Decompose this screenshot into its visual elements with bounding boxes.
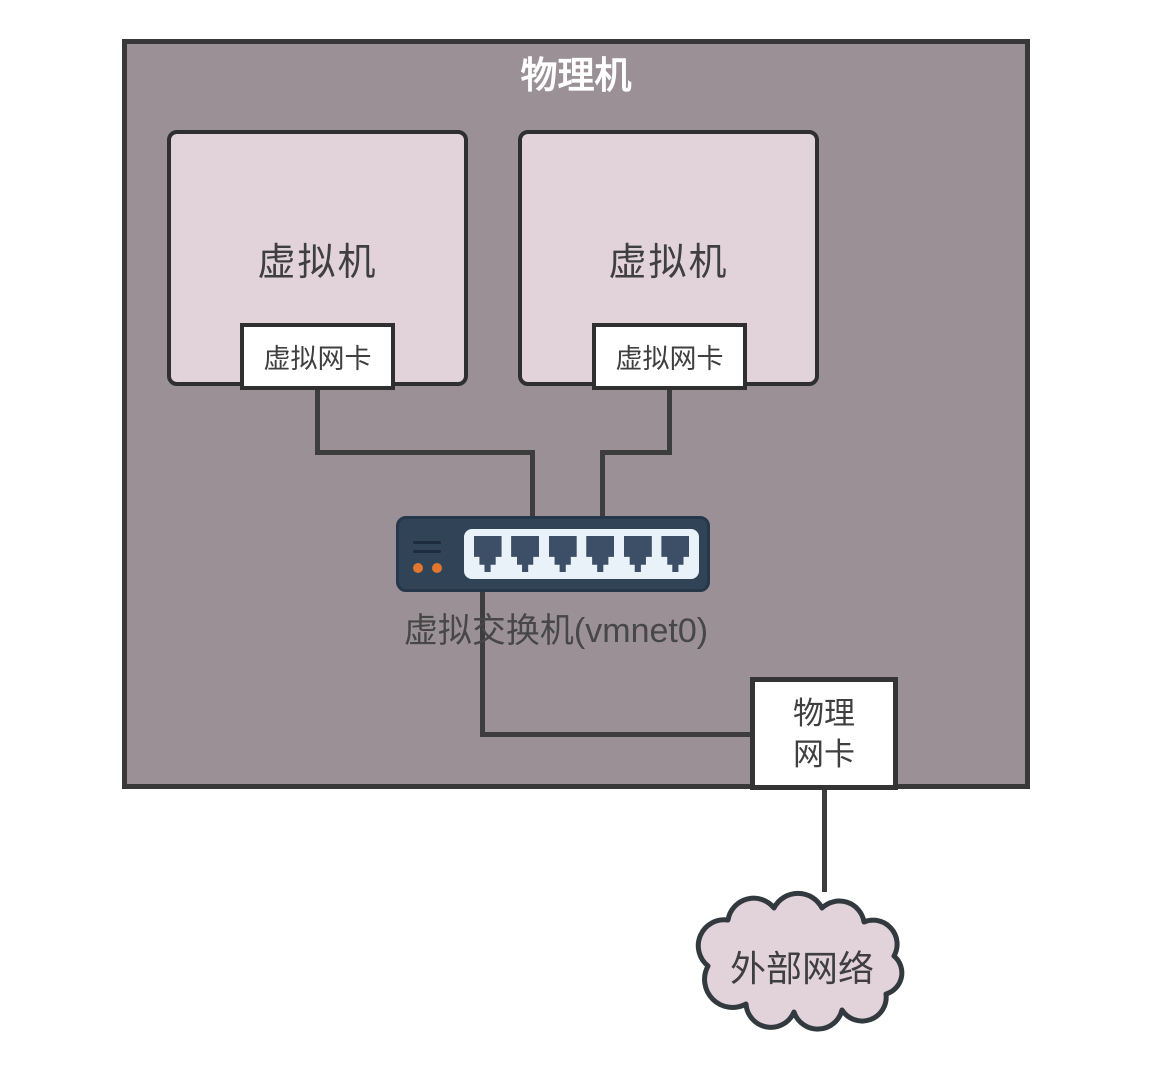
switch-vent-line [413,550,441,553]
connector-switch-to-pnic [480,732,750,737]
external-network-cloud: 外部网络 [688,886,916,1032]
switch-led-indicator [432,563,442,573]
connector-vm1-drop [530,450,535,520]
external-network-label: 外部网络 [729,948,874,989]
ethernet-port-icon [473,536,502,572]
ethernet-port-icon [661,536,690,572]
physical-nic-label: 物理 网卡 [793,693,855,775]
ethernet-port-icon [511,536,540,572]
vm1-label: 虚拟机 [257,241,378,284]
connector-vm2-drop [600,450,605,520]
connector-vm2-vertical [667,389,672,455]
connector-switch-vertical [480,588,485,737]
vm1-virtual-nic-box: 虚拟网卡 [240,323,395,390]
switch-led-indicator [413,563,423,573]
connector-vm1-horizontal [315,450,535,455]
switch-vent-line [413,541,441,544]
connector-vm2-horizontal [600,450,672,455]
physical-nic-label-line2: 网卡 [793,736,855,772]
virtual-switch-label: 虚拟交换机(vmnet0) [403,612,709,650]
switch-port-panel [464,529,699,579]
physical-host-title: 物理机 [520,55,632,96]
vm2-virtual-nic-label: 虚拟网卡 [615,344,724,374]
ethernet-port-icon [548,536,577,572]
virtual-switch-icon [396,516,710,592]
ethernet-port-icon [586,536,615,572]
connector-vm1-vertical [315,389,320,455]
vm2-label: 虚拟机 [608,241,729,284]
ethernet-port-icon [623,536,652,572]
physical-nic-box: 物理 网卡 [750,677,898,790]
vm1-virtual-nic-label: 虚拟网卡 [263,344,372,374]
cloud-icon [695,890,905,1032]
physical-nic-label-line1: 物理 [793,695,855,731]
vm2-virtual-nic-box: 虚拟网卡 [592,323,747,390]
connector-pnic-to-cloud [822,788,827,892]
